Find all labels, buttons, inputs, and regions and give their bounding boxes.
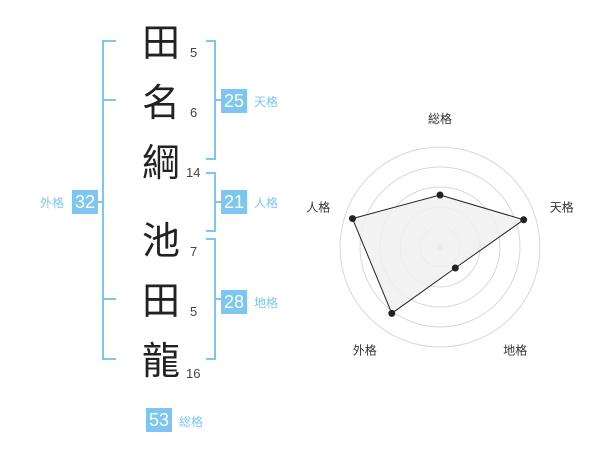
jinkaku-value: 21 (221, 190, 247, 214)
name-char-5: 田 (142, 279, 181, 323)
radar-ring-4 (359, 166, 521, 328)
stroke-count-2: 6 (190, 105, 198, 120)
gaikaku-inner-tick-bottom (102, 298, 116, 300)
gaikaku-inner-tick-top (102, 99, 116, 101)
tenkaku-label: 天格 (254, 95, 279, 109)
jinkaku-tick (216, 201, 222, 203)
gaikaku-value: 32 (72, 190, 98, 214)
chikaku-tick (216, 298, 222, 300)
radar-axis-label-2: 天格 (550, 199, 574, 214)
radar-point-1 (436, 191, 444, 199)
chikaku-value: 28 (221, 290, 247, 314)
stroke-count-5: 5 (190, 304, 198, 319)
chikaku-label: 地格 (254, 296, 279, 310)
gaikaku-label: 外格 (40, 196, 65, 210)
radar-polygon (351, 194, 525, 315)
name-char-1: 田 (142, 21, 181, 65)
stroke-count-1: 5 (190, 45, 198, 60)
radar-point-2 (520, 216, 528, 224)
name-char-3: 綱 (142, 141, 181, 185)
radar-axis-label-1: 総格 (428, 111, 452, 126)
radar-shape (349, 191, 528, 317)
radar-axis-label-5: 人格 (306, 199, 330, 214)
soukaku-label: 総格 (179, 415, 204, 429)
radar-point-3 (451, 264, 459, 272)
radar-ring-5 (339, 146, 541, 348)
radar-point-4 (388, 309, 396, 317)
name-char-6: 龍 (142, 339, 181, 383)
radar-point-5 (349, 215, 357, 223)
soukaku-value: 53 (146, 408, 172, 432)
radar-axis-label-3: 地格 (503, 343, 527, 358)
gaikaku-tick (96, 201, 102, 203)
tenkaku-bracket (206, 40, 216, 160)
tenkaku-tick (216, 99, 222, 101)
stroke-count-4: 7 (190, 244, 198, 259)
jinkaku-label: 人格 (254, 196, 279, 210)
stroke-count-6: 16 (186, 366, 201, 381)
stroke-count-3: 14 (186, 165, 201, 180)
chikaku-bracket (206, 238, 216, 360)
name-char-2: 名 (142, 81, 181, 125)
radar-axis-label-4: 外格 (353, 343, 377, 358)
tenkaku-value: 25 (221, 89, 247, 113)
jinkaku-bracket (206, 172, 216, 232)
gaikaku-bracket (102, 40, 116, 360)
name-char-4: 池 (142, 219, 181, 263)
